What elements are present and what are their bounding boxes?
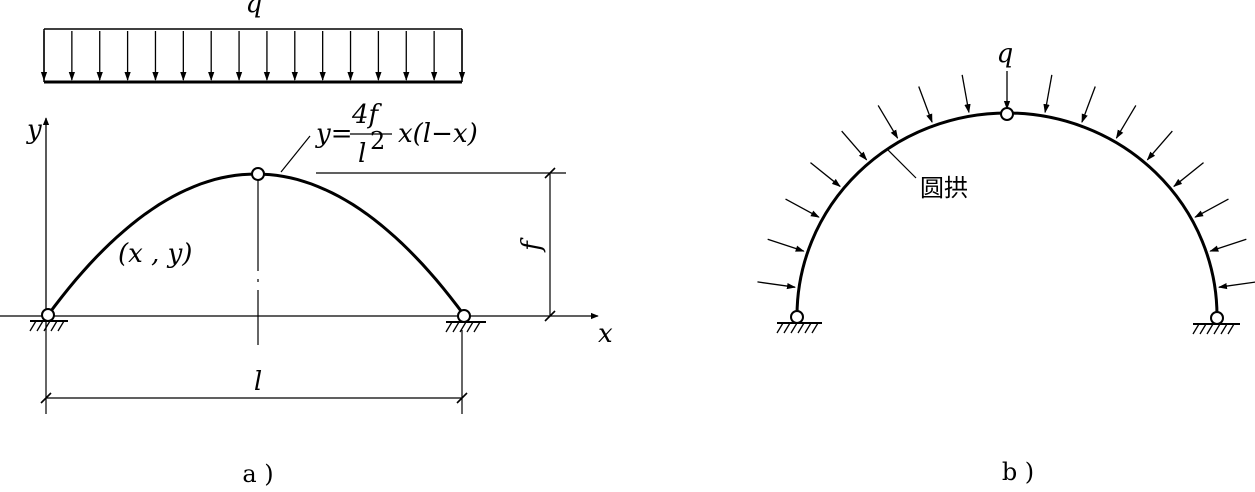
equation-exponent: 2 [370, 127, 385, 155]
equation-lhs: y= [315, 119, 352, 149]
caption-a: a ) [242, 460, 273, 488]
crown-hinge [251, 167, 265, 181]
panel-a: q y x [0, 0, 613, 488]
span-label: l [254, 367, 262, 397]
right-hinge-support [457, 309, 471, 323]
radial-load-arrow [810, 162, 841, 187]
parabolic-arch [46, 172, 466, 316]
equation-rhs: x(l−x) [398, 119, 478, 149]
load-label-q-b: q [997, 39, 1014, 69]
radial-load-arrow [1173, 162, 1204, 187]
span-dimension: l [40, 330, 468, 414]
radial-load-arrow [841, 130, 868, 161]
left-ground-hatch-b [776, 322, 822, 334]
x-axis-label: x [598, 319, 613, 349]
right-hinge-support-b [1210, 311, 1224, 325]
radial-load-arrow [757, 281, 796, 290]
right-ground-hatch-b [1192, 323, 1240, 335]
radial-load-arrow [961, 74, 971, 114]
equation-denominator: l [358, 139, 366, 169]
radial-load-arrow [767, 238, 805, 252]
equation-leader [280, 135, 311, 173]
radial-load-arrow [877, 105, 899, 139]
radial-load-arrow [1146, 130, 1173, 161]
load-arrows [40, 31, 466, 81]
caption-b: b ) [1002, 458, 1034, 486]
crown-hinge-b [1000, 107, 1014, 121]
equation-numerator: 4f [351, 100, 383, 130]
arch-label-leader [887, 149, 917, 179]
radial-load-arrows [757, 71, 1255, 290]
radial-load-arrow [1218, 281, 1255, 290]
load-label-q-a: q [246, 0, 263, 19]
arch-equation: y= 4f l 2 x(l−x) [315, 100, 478, 169]
y-axis-label: y [26, 115, 42, 145]
right-ground-hatch-a [445, 321, 486, 333]
radial-load-arrow [1115, 105, 1137, 139]
rise-dimension: f [316, 167, 566, 322]
radial-load-arrow [918, 86, 933, 123]
radial-load-arrow [1043, 74, 1053, 114]
arch-label: 圆拱 [920, 174, 968, 202]
radial-load-arrow [1081, 86, 1096, 123]
uniform-load-block: q [40, 0, 466, 84]
radial-load-arrow [1209, 238, 1247, 252]
left-hinge-support [41, 308, 55, 322]
panel-b: q 圆拱 b ) [757, 39, 1255, 486]
radial-load-arrow [785, 198, 820, 218]
point-label: (x , y) [118, 239, 192, 269]
left-hinge-support-b [790, 310, 804, 324]
circular-arch [795, 111, 1219, 317]
rise-label: f [517, 237, 547, 253]
left-ground-hatch-a [29, 320, 68, 332]
radial-load-arrow [1194, 198, 1229, 218]
